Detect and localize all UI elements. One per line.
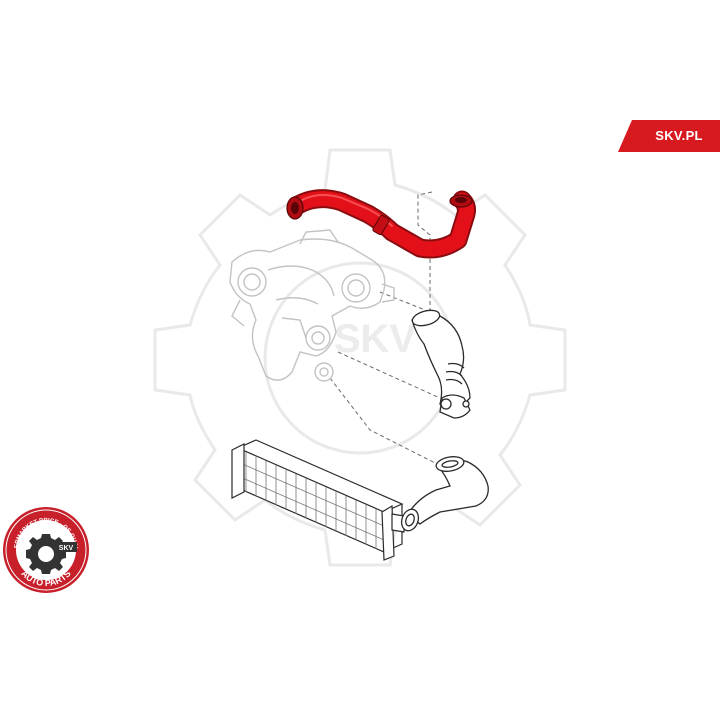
skv-site-label: SKV.PL	[655, 128, 703, 143]
turbocharger-icon	[229, 229, 395, 382]
seal-gear-icon	[26, 534, 66, 574]
intercooler-icon	[231, 439, 405, 561]
skv-auto-parts-seal: AFTERMARKET PRICE · OE QUALITY AUTO PART…	[0, 502, 90, 594]
seal-center-text: SKV	[59, 545, 74, 552]
lower-intercooler-hose-icon	[400, 456, 489, 532]
watermark-text: SKV	[334, 317, 417, 361]
skv-site-badge[interactable]: SKV.PL	[618, 120, 720, 152]
upper-intake-hose-icon	[411, 309, 471, 419]
red-hose-icon	[286, 189, 476, 259]
